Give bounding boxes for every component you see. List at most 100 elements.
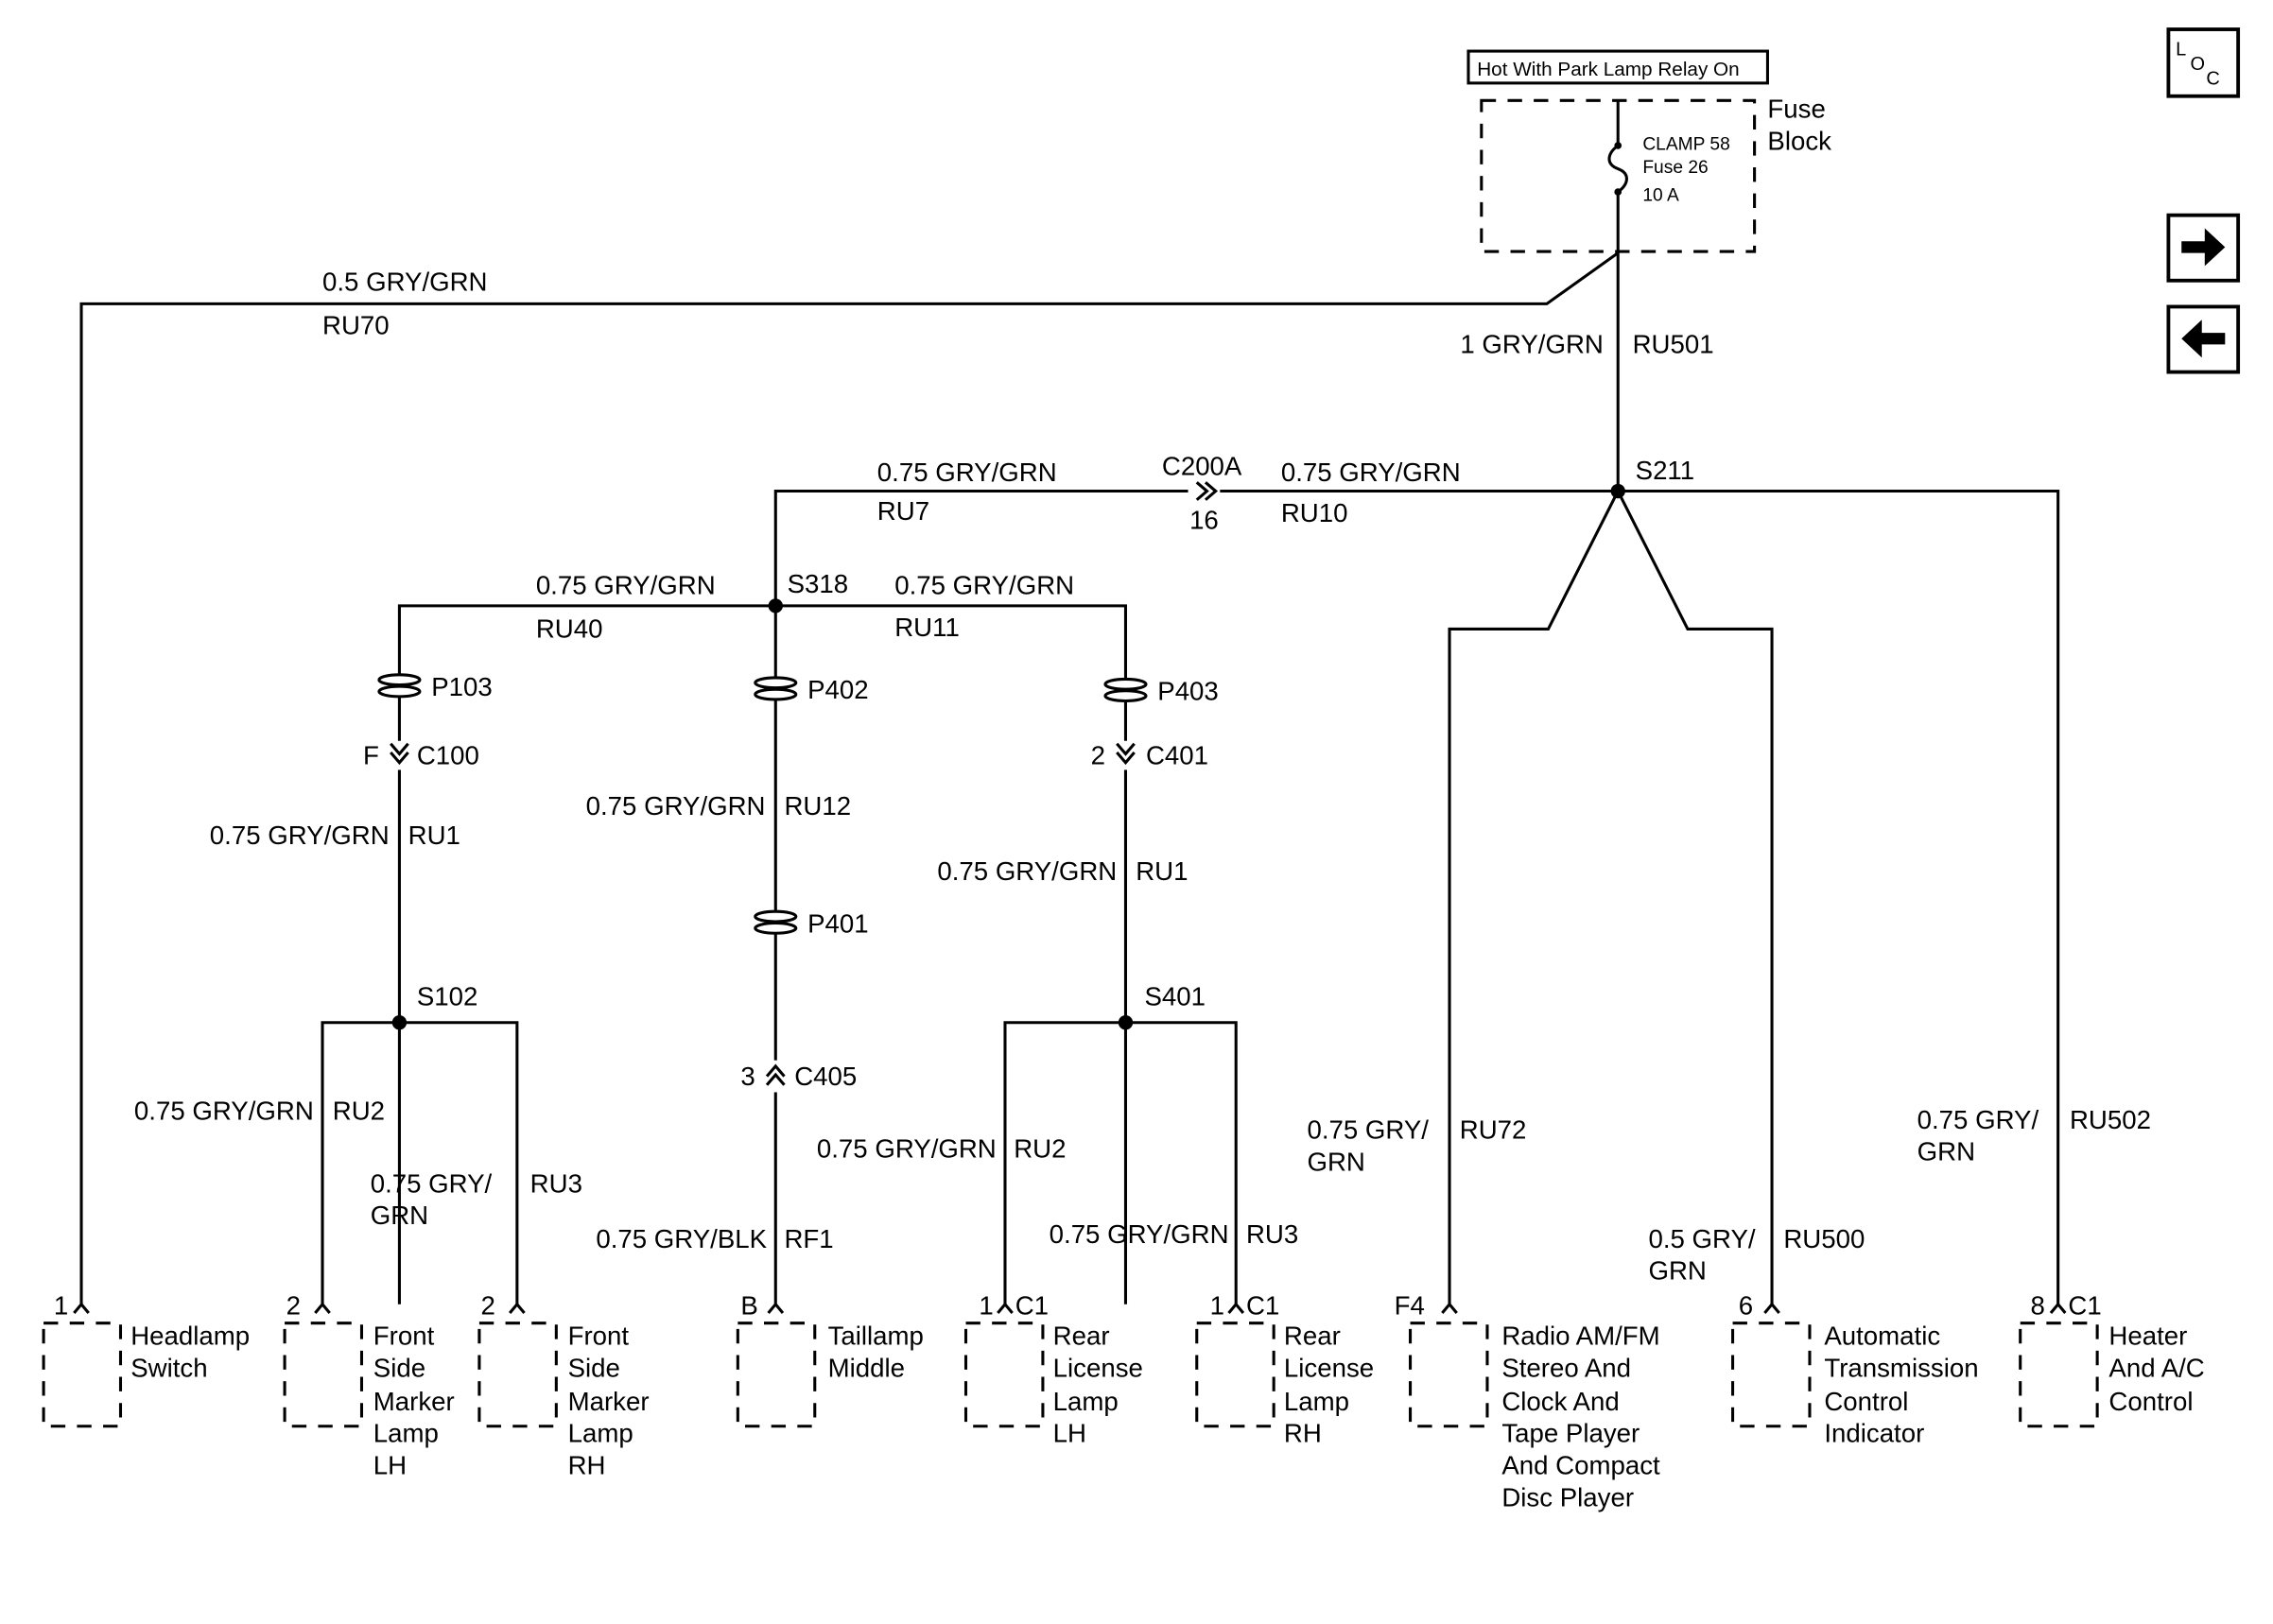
- loc-letter: L: [2176, 40, 2186, 60]
- splice-points: [391, 483, 1625, 1030]
- component-pin: 2: [286, 1290, 301, 1320]
- loc-button[interactable]: L O C: [2166, 27, 2241, 98]
- wire-circuit: RU10: [1281, 498, 1348, 527]
- fuse-icon: [1607, 144, 1628, 194]
- splice-s211: [1610, 483, 1625, 499]
- component-pin: 8: [2030, 1290, 2044, 1320]
- connector-pin: F: [363, 740, 379, 769]
- splice-label: S318: [788, 569, 849, 598]
- wire-color: 0.75 GRY/GRN: [894, 571, 1074, 600]
- wire-circuit: RU502: [2070, 1105, 2151, 1134]
- fuse-rating: 10 A: [1642, 185, 1679, 205]
- wire-circuit: RU500: [1783, 1224, 1865, 1253]
- wire-color: GRN: [371, 1201, 428, 1230]
- connector-label: P401: [807, 908, 869, 938]
- wire-color: 0.75 GRY/BLK: [596, 1224, 767, 1253]
- wires: [79, 100, 2060, 1304]
- connector-label: C401: [1146, 740, 1208, 769]
- wire-circuit: RU70: [322, 311, 390, 340]
- component-connector: C1: [1015, 1290, 1049, 1320]
- wire-circuit: RU12: [784, 791, 851, 821]
- wire-color: 0.75 GRY/: [1917, 1105, 2039, 1134]
- fuse-block-label: Fuse: [1767, 95, 1825, 124]
- splice-s102: [391, 1015, 408, 1030]
- connector-label: P103: [431, 672, 493, 701]
- wire-circuit: RU3: [1246, 1219, 1298, 1249]
- wire-circuit: RU2: [333, 1097, 385, 1126]
- wire-labels: 0.5 GRY/GRN RU70 1 GRY/GRN RU501 0.75 GR…: [134, 268, 2151, 1286]
- component-pin: 6: [1739, 1290, 1753, 1320]
- wire-circuit: RU72: [1460, 1115, 1527, 1145]
- wire-color: 0.75 GRY/GRN: [536, 571, 716, 600]
- wire-color: 0.75 GRY/GRN: [586, 791, 766, 821]
- fuse-block-label: Block: [1767, 127, 1831, 156]
- wire-circuit: RF1: [784, 1224, 833, 1253]
- wire-circuit: RU1: [408, 821, 460, 850]
- wire-color: 0.75 GRY/GRN: [1281, 458, 1461, 487]
- wire-color: GRN: [1648, 1256, 1706, 1286]
- connector-label: C100: [417, 740, 479, 769]
- component-pin: 1: [1210, 1290, 1224, 1320]
- fuse-block-outline: [1480, 98, 1757, 253]
- wire-color: 0.5 GRY/: [1648, 1224, 1755, 1253]
- component-pin: 1: [979, 1290, 993, 1320]
- inline-connectors: [377, 481, 1219, 1086]
- wire-circuit: RU1: [1136, 856, 1188, 886]
- connector-pin: 2: [1091, 740, 1105, 769]
- wire-color: GRN: [1307, 1147, 1364, 1176]
- splice-s401: [1118, 1015, 1134, 1030]
- connector-label: P402: [807, 675, 869, 704]
- splice-labels: S211 S318 S102 S401: [417, 456, 1694, 1011]
- splice-label: S401: [1144, 981, 1206, 1011]
- connector-labels: C200A 16 P103 P402 P403 P401 F C100 2 C4…: [363, 452, 1242, 1091]
- component-pin: 2: [480, 1290, 495, 1320]
- arrow-right-icon[interactable]: [2166, 213, 2241, 283]
- connector-pin: 3: [740, 1062, 755, 1091]
- component-pin: B: [740, 1290, 757, 1320]
- wire-color: GRN: [1917, 1137, 1975, 1166]
- wire-color: 0.75 GRY/GRN: [210, 821, 390, 850]
- connector-label: P403: [1157, 677, 1219, 706]
- fuse-block: Hot With Park Lamp Relay On CLAMP 58 Fus…: [1466, 49, 1831, 253]
- wire-color: 1 GRY/GRN: [1460, 330, 1603, 359]
- wire-color: 0.5 GRY/GRN: [322, 268, 488, 297]
- connector-label: C405: [794, 1062, 857, 1091]
- fuse-block-header-box: [1466, 49, 1769, 85]
- wire-circuit: RU7: [877, 496, 929, 526]
- connector-label: C200A: [1162, 452, 1242, 481]
- component-connector: C1: [2068, 1290, 2101, 1320]
- splice-label: S211: [1636, 456, 1694, 485]
- wire-circuit: RU2: [1014, 1134, 1066, 1164]
- wire-color: 0.75 GRY/GRN: [877, 458, 1057, 487]
- wire-color: 0.75 GRY/GRN: [817, 1134, 997, 1164]
- loc-letter: C: [2206, 68, 2219, 89]
- component-pin: F4: [1395, 1290, 1425, 1320]
- wire-color: 0.75 GRY/GRN: [134, 1097, 314, 1126]
- fuse-clamp: CLAMP 58: [1642, 135, 1729, 155]
- fuse-block-header: Hot With Park Lamp Relay On: [1477, 59, 1739, 80]
- wire-color: 0.75 GRY/GRN: [1050, 1219, 1229, 1249]
- wire-color: 0.75 GRY/GRN: [937, 856, 1117, 886]
- wire-color: 0.75 GRY/: [1307, 1115, 1429, 1145]
- arrow-left-icon[interactable]: [2166, 304, 2241, 374]
- wire-circuit: RU11: [894, 613, 960, 642]
